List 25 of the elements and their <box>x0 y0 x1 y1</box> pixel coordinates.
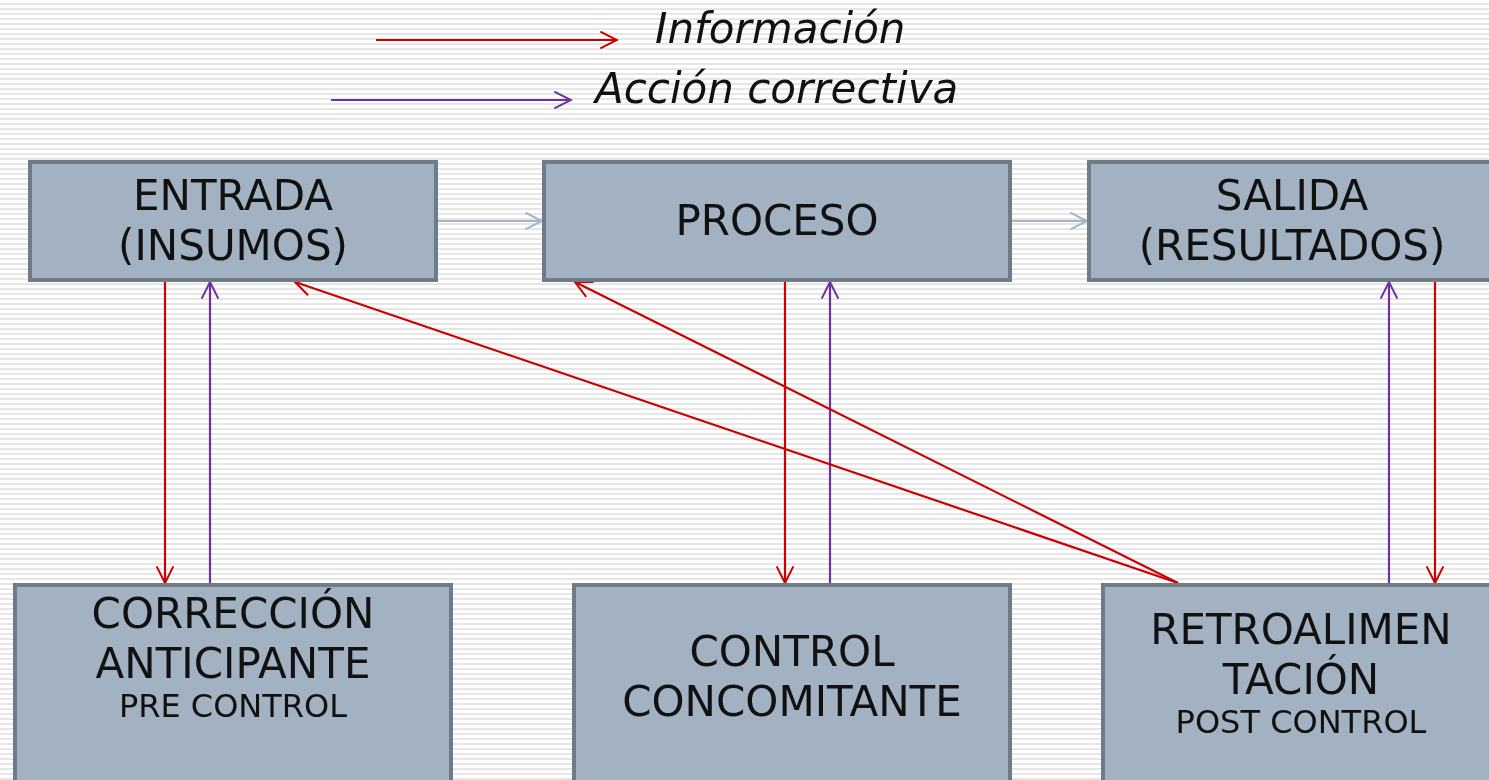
arrow <box>1425 282 1445 584</box>
box-subtitle: POST CONTROL <box>1175 704 1427 741</box>
arrow <box>1012 211 1088 231</box>
process-box <box>1087 160 1489 282</box>
arrow <box>574 281 1179 584</box>
arrow <box>155 282 175 584</box>
process-box <box>13 583 453 780</box>
arrow <box>1379 281 1399 583</box>
box-subtitle: PRE CONTROL <box>118 688 348 725</box>
process-box <box>28 160 438 282</box>
legend-label: Información <box>655 4 906 53</box>
box-title: CONTROL CONCOMITANTE <box>621 627 963 727</box>
legend-label: Acción correctiva <box>595 64 959 113</box>
arrow <box>200 281 220 583</box>
arrow <box>820 281 840 583</box>
box-title: RETROALIMEN TACIÓN <box>1149 605 1453 705</box>
box-title: PROCESO <box>675 196 879 246</box>
arrow <box>775 282 795 584</box>
process-box <box>1101 583 1489 780</box>
box-title: ENTRADA (INSUMOS) <box>117 171 349 271</box>
box-title: CORRECCIÓN ANTICIPANTE <box>90 589 376 689</box>
process-box <box>572 583 1012 780</box>
arrow <box>438 211 543 231</box>
box-title: SALIDA (RESULTADOS) <box>1137 171 1447 271</box>
process-box <box>542 160 1012 282</box>
